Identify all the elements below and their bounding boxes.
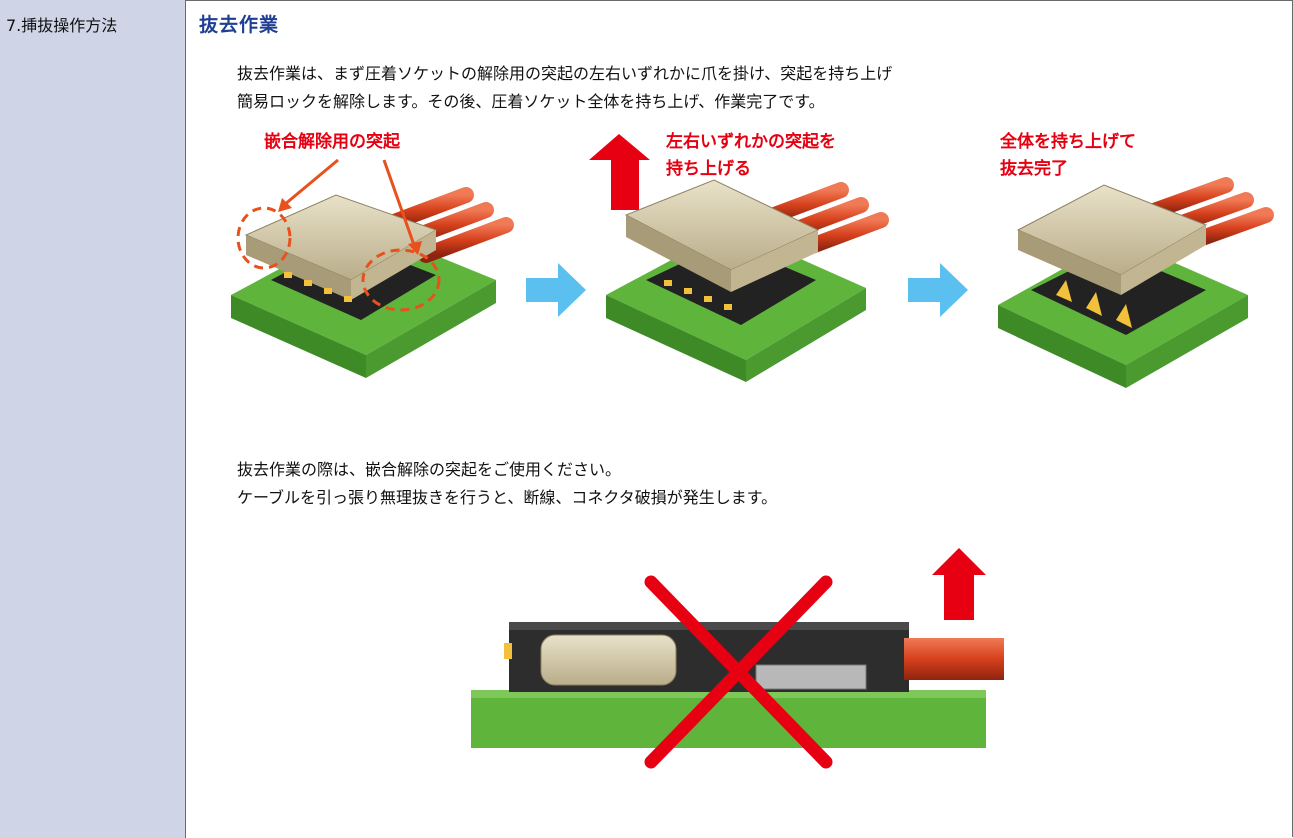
intro-line-1: 抜去作業は、まず圧着ソケットの解除用の突起の左右いずれかに爪を掛け、突起を持ち上…: [237, 64, 893, 83]
step-3-caption-line-2: 抜去完了: [1000, 159, 1068, 179]
step-1-caption-line-1: 嵌合解除用の突起: [264, 132, 400, 152]
step-3-caption-line-1: 全体を持ち上げて: [1000, 132, 1136, 152]
step-2-caption-line-1: 左右いずれかの突起を: [666, 132, 836, 152]
section-label: 7.挿抜操作方法: [6, 16, 118, 35]
up-arrow-icon: [589, 134, 650, 210]
right-arrow-icon: [526, 263, 586, 317]
right-arrow-icon: [908, 263, 968, 317]
caution-line-1: 抜去作業の際は、嵌合解除の突起をご使用ください。: [237, 460, 622, 479]
step-2-caption: 左右いずれかの突起を 持ち上げる: [666, 129, 836, 183]
connector-image-step-3: [998, 177, 1274, 388]
section-sidebar: 7.挿抜操作方法: [0, 0, 186, 838]
up-arrow-icon: [932, 548, 986, 620]
cross-mark-icon: [644, 575, 833, 769]
intro-line-2: 簡易ロックを解除します。その後、圧着ソケット全体を持ち上げ、作業完了です。: [237, 92, 825, 111]
step-1-caption: 嵌合解除用の突起: [264, 129, 400, 156]
page-title: 抜去作業: [199, 14, 280, 36]
connector-image-step-1: [231, 158, 514, 378]
prohibited-cable-pull-illustration: [471, 548, 1004, 769]
step-2-caption-line-2: 持ち上げる: [666, 159, 751, 179]
removal-steps-illustration: [231, 134, 1274, 388]
caution-text: 抜去作業の際は、嵌合解除の突起をご使用ください。 ケーブルを引っ張り無理抜きを行…: [237, 456, 777, 512]
intro-text: 抜去作業は、まず圧着ソケットの解除用の突起の左右いずれかに爪を掛け、突起を持ち上…: [237, 60, 892, 116]
connector-side-view-image: [471, 622, 1004, 748]
caution-line-2: ケーブルを引っ張り無理抜きを行うと、断線、コネクタ破損が発生します。: [237, 488, 778, 507]
step-3-caption: 全体を持ち上げて 抜去完了: [1000, 129, 1136, 183]
connector-image-step-2: [606, 179, 889, 382]
